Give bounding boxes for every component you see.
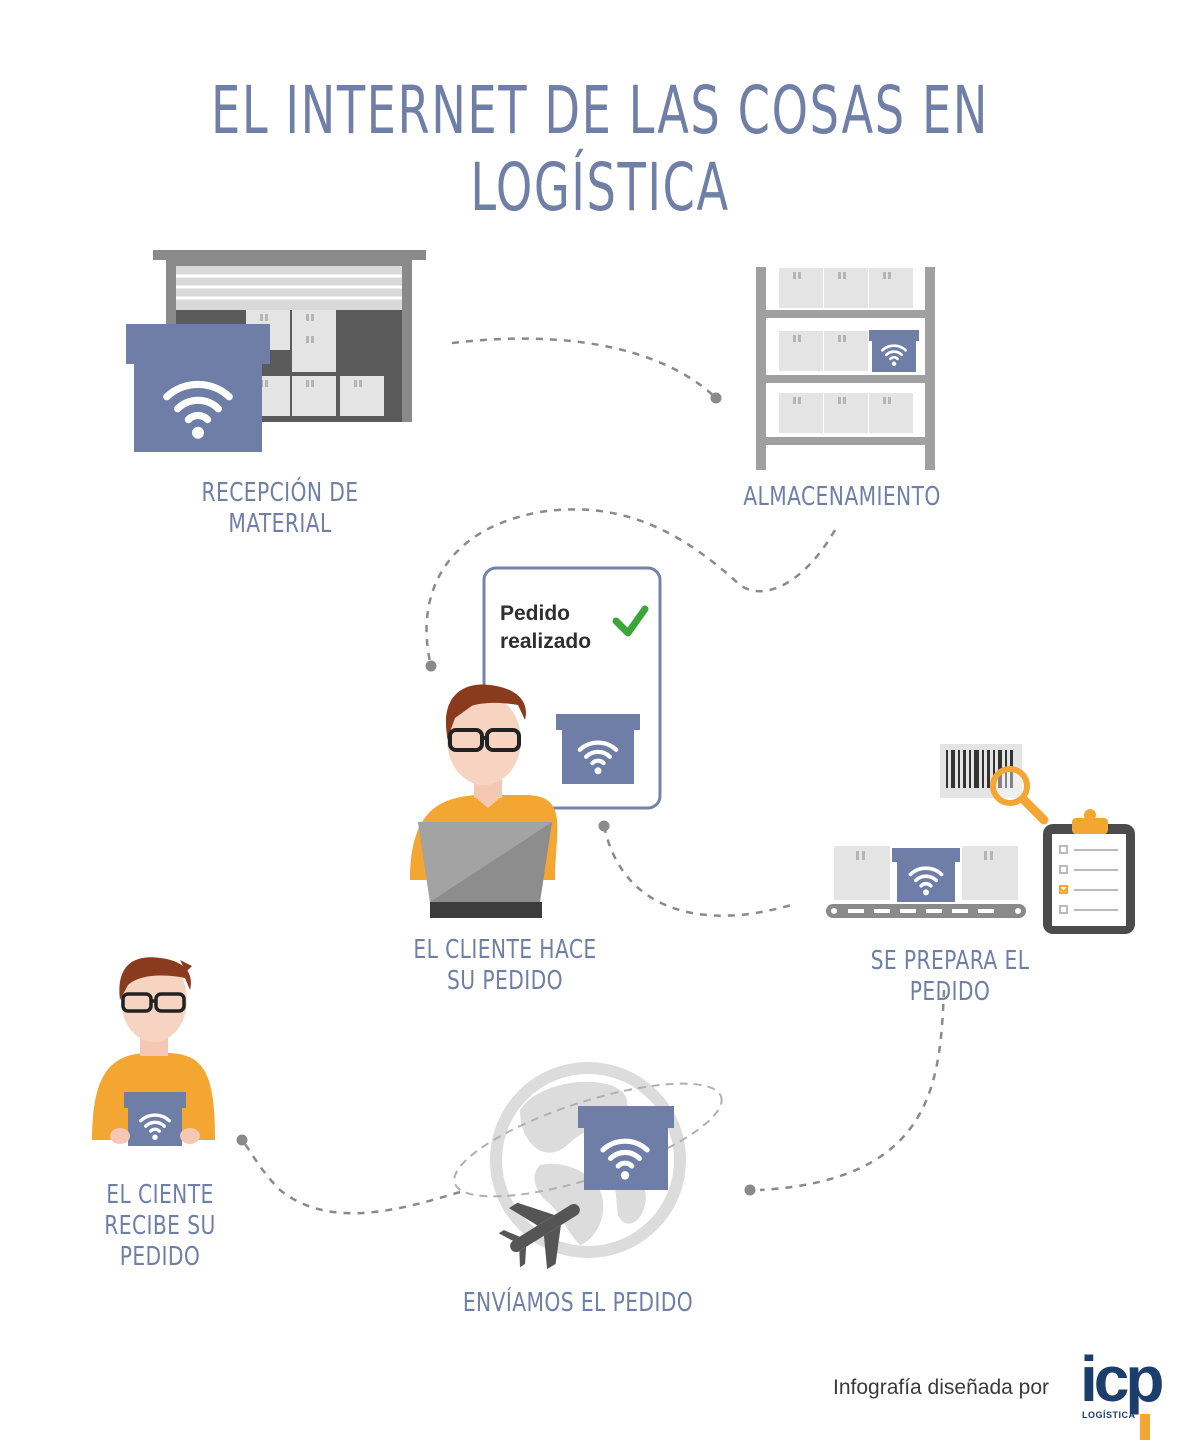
order-card bbox=[482, 566, 662, 810]
connector-prepare-ship bbox=[759, 989, 946, 1192]
step-label-prepare: SE PREPARA EL PEDIDO bbox=[870, 946, 1030, 1007]
step-label-customer-order-line2: SU PEDIDO bbox=[447, 966, 563, 996]
shelf-icon bbox=[756, 267, 935, 470]
order-status-line2: realizado bbox=[500, 630, 592, 653]
connector-dots bbox=[236, 392, 756, 1196]
globe-icon bbox=[453, 1062, 723, 1258]
step-label-customer-receives: EL CIENTE RECIBE SU PEDIDO bbox=[63, 1180, 258, 1273]
step-label-ship: ENVÍAMOS EL PEDIDO bbox=[462, 1288, 694, 1318]
connector-ship-receive bbox=[241, 1139, 461, 1215]
laptop-icon bbox=[418, 822, 552, 918]
credit-text: Infografía diseñada por bbox=[833, 1376, 1049, 1399]
checkmark-icon bbox=[612, 605, 649, 637]
airplane-icon bbox=[498, 1202, 580, 1270]
logo-accent bbox=[1140, 1414, 1150, 1440]
person-icon bbox=[410, 684, 558, 918]
order-status-text: Pedido realizado bbox=[500, 600, 620, 656]
step-label-reception: RECEPCIÓN DE MATERIAL bbox=[201, 478, 359, 539]
page-title: EL INTERNET DE LAS COSAS EN LOGÍSTICA bbox=[210, 72, 990, 226]
step-label-customer-order-line1: EL CLIENTE HACE bbox=[413, 935, 597, 965]
order-status-line1: Pedido bbox=[500, 602, 571, 625]
step-label-storage: ALMACENAMIENTO bbox=[743, 482, 941, 512]
icp-logo: icp LOGÍSTICA bbox=[1078, 1343, 1178, 1442]
prepare-order-illustration bbox=[826, 744, 1135, 934]
step-label-customer-receives-line1: EL CIENTE bbox=[106, 1180, 214, 1210]
magnifier-icon bbox=[990, 766, 1049, 825]
warehouse-icon bbox=[126, 250, 426, 452]
connector-reception-storage bbox=[451, 337, 717, 399]
step-label-customer-order: EL CLIENTE HACE SU PEDIDO bbox=[404, 935, 607, 997]
step-label-customer-receives-line2: RECIBE SU PEDIDO bbox=[104, 1211, 216, 1272]
clipboard-icon bbox=[1043, 809, 1135, 934]
logo-subtitle: LOGÍSTICA bbox=[1082, 1410, 1136, 1420]
flow-connectors bbox=[241, 337, 946, 1215]
customer-receiving-icon bbox=[92, 957, 215, 1146]
connector-storage-order bbox=[425, 508, 837, 667]
connector-order-prepare bbox=[602, 825, 793, 917]
conveyor-icon bbox=[826, 846, 1026, 918]
logo-wordmark: icp bbox=[1080, 1343, 1164, 1415]
